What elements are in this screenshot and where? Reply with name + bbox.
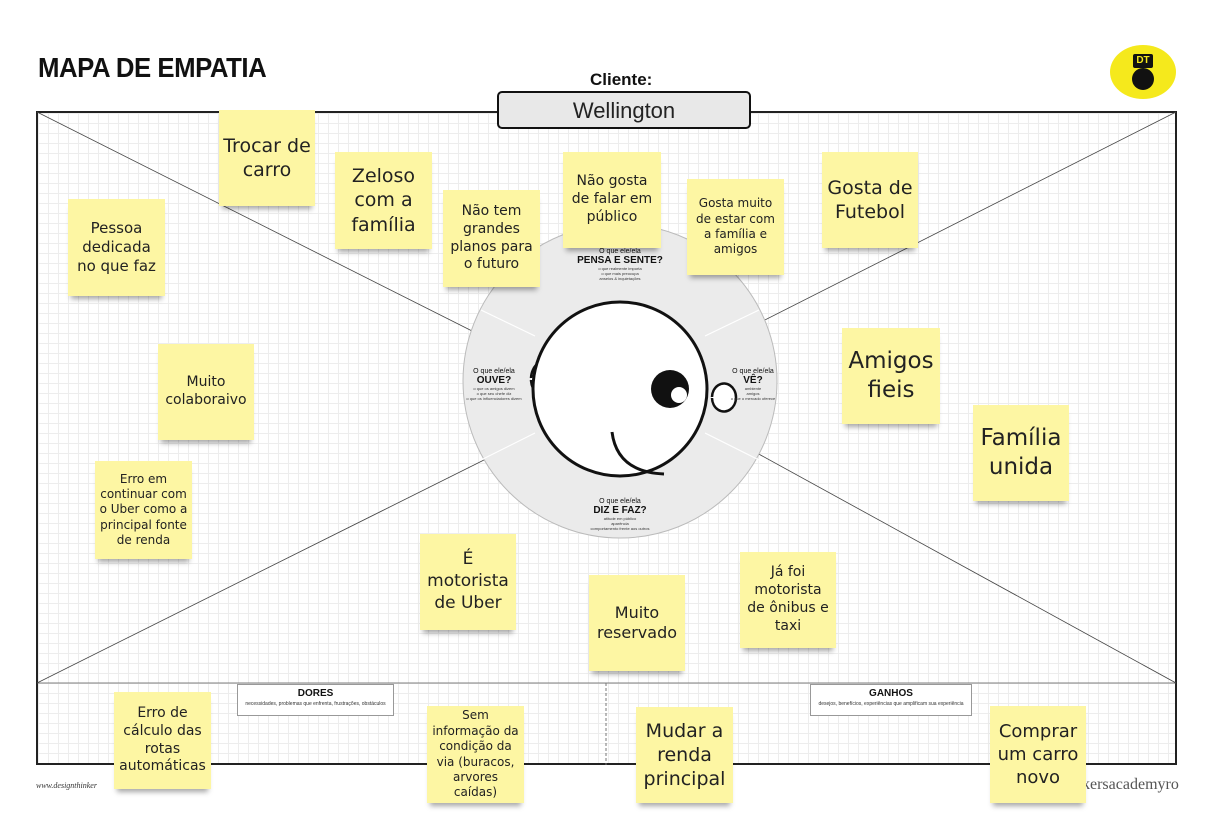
ganhos-header: GANHOS desejos, benefícios, experiências… (810, 684, 972, 716)
sticky-note[interactable]: Gosta muito de estar com a família e ami… (687, 179, 784, 275)
sticky-note[interactable]: É motorista de Uber (420, 534, 516, 630)
dt-academy-logo: DT (1110, 45, 1176, 99)
ouve-label: O que ele/ela OUVE? o que os amigos dize… (466, 368, 522, 401)
sticky-note[interactable]: Trocar de carro (219, 110, 315, 206)
logo-mark-icon: DT (1131, 54, 1155, 90)
sticky-note[interactable]: Gosta de Futebol (822, 152, 918, 248)
face-icon (529, 300, 738, 478)
sticky-note[interactable]: Zeloso com a família (335, 152, 432, 249)
page-title: MAPA DE EMPATIA (38, 52, 267, 83)
sticky-note[interactable]: Mudar a renda principal (636, 707, 733, 803)
sticky-note[interactable]: Não tem grandes planos para o futuro (443, 190, 540, 287)
ve-label: O que ele/ela VÊ? ambiente amigos o que … (730, 368, 776, 401)
client-name-field[interactable]: Wellington (497, 91, 751, 129)
sticky-note[interactable]: Comprar um carro novo (990, 706, 1086, 803)
sticky-note[interactable]: Muito colaboraivo (158, 344, 254, 440)
sticky-note[interactable]: Muito reservado (589, 575, 685, 671)
sticky-note[interactable]: Erro de cálculo das rotas automáticas (114, 692, 211, 789)
sticky-note[interactable]: Já foi motorista de ônibus e taxi (740, 552, 836, 648)
sticky-note[interactable]: Sem informação da condição da via (burac… (427, 706, 524, 803)
sticky-note[interactable]: Amigos fieis (842, 328, 940, 424)
sticky-note[interactable]: Família unida (973, 405, 1069, 501)
footer-url: www.designthinker (36, 781, 97, 790)
sticky-note[interactable]: Pessoa dedicada no que faz (68, 199, 165, 296)
pensa-sente-label: O que ele/ela PENSA E SENTE? o que realm… (577, 248, 663, 281)
sticky-note[interactable]: Erro em continuar com o Uber como a prin… (95, 461, 192, 559)
client-label: Cliente: (590, 70, 653, 89)
dores-header: DORES necessidades, problemas que enfren… (237, 684, 394, 716)
footer-brand: kersacademyro (1082, 776, 1179, 793)
logo-text: DT (1133, 54, 1153, 68)
sticky-note[interactable]: Não gosta de falar em público (563, 152, 661, 248)
diz-faz-label: O que ele/ela DIZ E FAZ? atitude em públ… (590, 498, 650, 531)
